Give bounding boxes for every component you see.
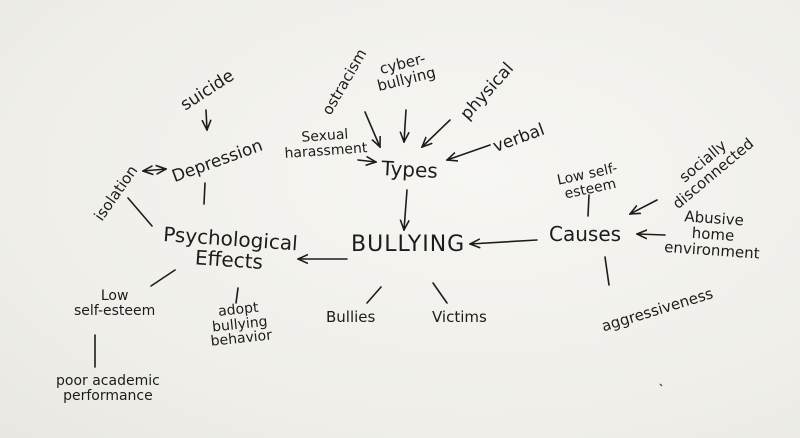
bullies-label: Bullies bbox=[326, 308, 376, 326]
link-harassment-types bbox=[357, 160, 376, 162]
link-suicide-depression bbox=[206, 109, 207, 130]
victims-label: Victims bbox=[432, 308, 487, 326]
adopt-bullying-behavior-label: adopt bullying behavior bbox=[209, 299, 273, 351]
link-bullying-victims bbox=[432, 282, 448, 304]
link-physical-types bbox=[422, 119, 451, 147]
link-bullying-bullies bbox=[366, 286, 382, 304]
link-effects-lowselfesteem bbox=[150, 269, 176, 287]
link-socially-causes bbox=[630, 199, 658, 214]
link-isolation-effects bbox=[127, 197, 153, 227]
link-effects-adopt bbox=[235, 287, 239, 304]
link-verbal-types bbox=[447, 144, 491, 160]
stray-mark bbox=[659, 383, 663, 387]
sexual-harassment-label: Sexual harassment bbox=[283, 126, 368, 162]
link-lowselfesteem-causes bbox=[587, 194, 590, 217]
link-depression-effects bbox=[203, 182, 206, 205]
link-ostracism-types bbox=[364, 111, 380, 147]
poor-academic-performance-label: poor academic performance bbox=[56, 373, 160, 404]
types-node: Types bbox=[380, 156, 439, 183]
causes-node: Causes bbox=[549, 222, 622, 246]
link-types-bullying bbox=[404, 189, 407, 230]
link-abusive-causes bbox=[637, 234, 666, 235]
link-cyber-types bbox=[404, 109, 406, 142]
link-isolation-depression bbox=[143, 169, 166, 171]
effects-low-self-esteem-label: Low self-esteem bbox=[74, 288, 156, 319]
bullying-node: BULLYING bbox=[351, 232, 466, 257]
link-aggressive-causes bbox=[604, 256, 610, 286]
link-causes-bullying bbox=[470, 240, 538, 244]
abusive-home-label: Abusive home environment bbox=[663, 207, 761, 263]
